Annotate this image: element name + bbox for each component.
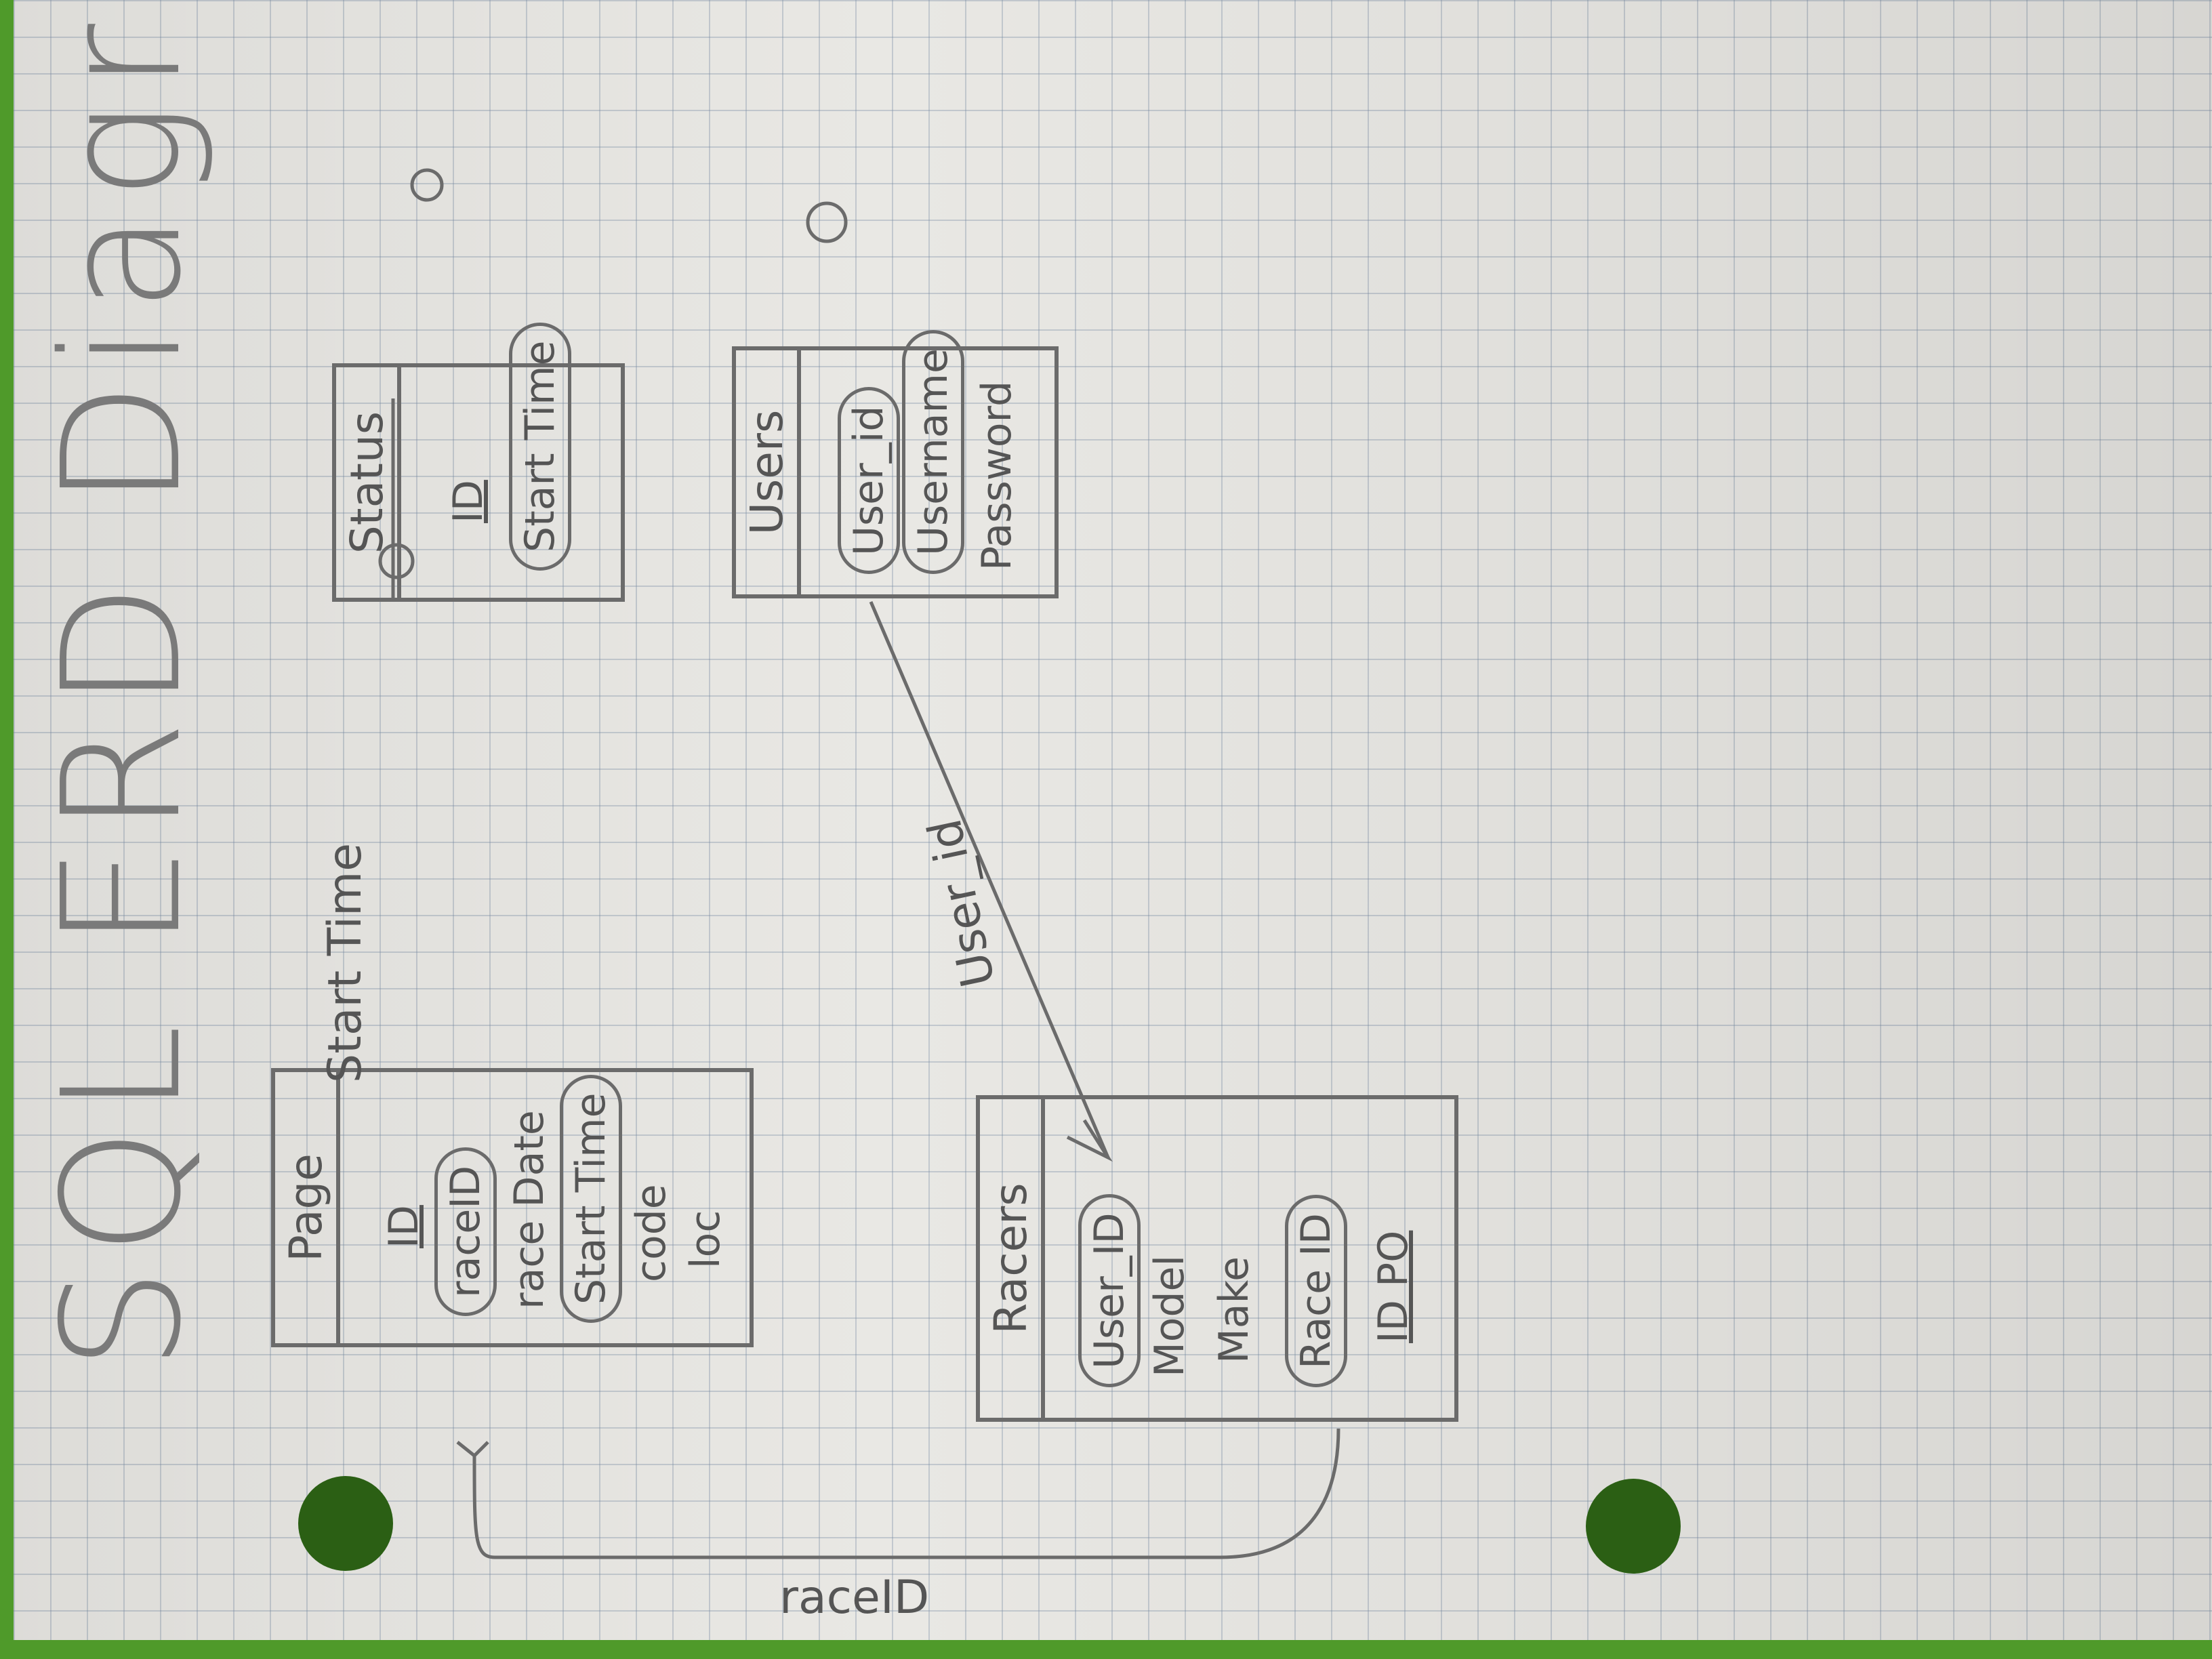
relationship-label-start-time: Start Time [319, 842, 372, 1083]
rel-line-racers-page [472, 1428, 1340, 1559]
rel-arrow-users-racers [1066, 1119, 1113, 1162]
rel-line-users-racers [869, 601, 1110, 1158]
users-key-circle [806, 201, 848, 243]
entity-racers: Racers User_ID Model Make Race ID ID PO [976, 1095, 1458, 1422]
entity-status: Status ID Start Time [332, 322, 625, 602]
field-username: Username [902, 330, 964, 574]
rel-arrow-racers-page [456, 1441, 489, 1458]
field-race-id: Race ID [1285, 1194, 1347, 1387]
relationship-label-race-id: raceID [779, 1571, 930, 1624]
field-start-time: Start Time [509, 322, 571, 571]
punch-hole-left [298, 1476, 393, 1571]
field-id-po: ID PO [1370, 1230, 1417, 1343]
entity-users: Users User_id Username Password [732, 330, 1059, 598]
entity-page: Page ID raceID race Date Start Time code… [271, 1068, 754, 1347]
field-user-id: User_ID [1078, 1194, 1141, 1387]
field-model: Model [1146, 1254, 1193, 1377]
field-password: Password [973, 380, 1021, 571]
page-key-circle [378, 543, 415, 579]
entity-name: Racers [984, 1183, 1037, 1334]
punch-hole-right [1586, 1479, 1681, 1574]
field-id: ID [445, 480, 492, 523]
field-make: Make [1210, 1256, 1258, 1364]
field-loc: loc [682, 1210, 729, 1269]
field-code: code [628, 1184, 675, 1282]
status-key-circle [410, 168, 444, 202]
field-start-time: Start Time [560, 1074, 622, 1323]
graph-paper [14, 0, 2212, 1640]
entity-name: Page [279, 1153, 332, 1262]
field-id: ID [380, 1205, 428, 1248]
entity-name: Status [340, 411, 393, 554]
field-race-id: raceID [434, 1147, 497, 1316]
field-user-id: User_id [838, 387, 900, 574]
field-race-date: race Date [506, 1110, 553, 1309]
entity-name: Users [740, 409, 793, 535]
